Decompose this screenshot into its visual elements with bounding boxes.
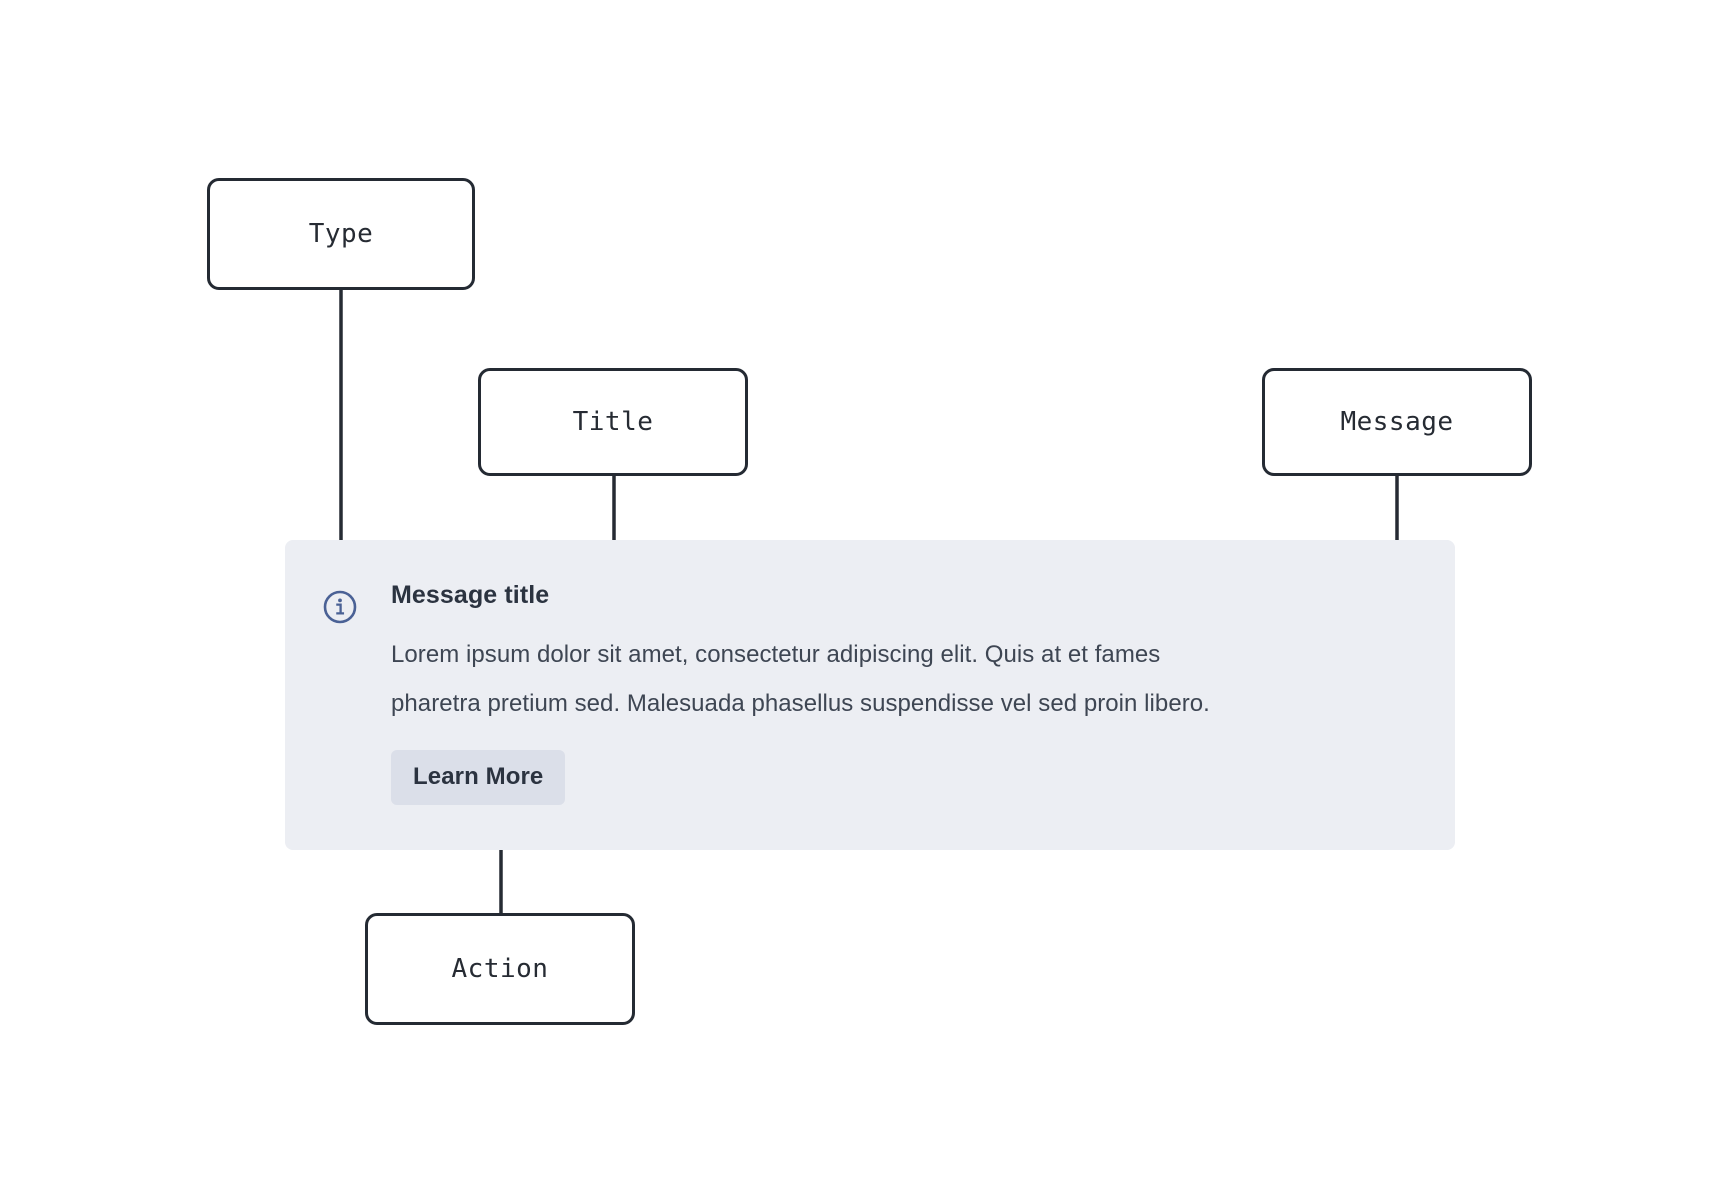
callout-label-type: Type — [308, 219, 374, 249]
alert-panel: Message title Lorem ipsum dolor sit amet… — [285, 540, 1455, 850]
alert-title: Message title — [391, 581, 550, 609]
callout-label-title: Title — [572, 407, 654, 437]
alert-content: Message title Lorem ipsum dolor sit amet… — [357, 581, 1455, 805]
info-circle-icon — [323, 590, 357, 624]
callout-box-action: Action — [365, 913, 635, 1025]
alert-body-line: Lorem ipsum dolor sit amet, consectetur … — [391, 640, 1161, 668]
callout-label-message: Message — [1340, 407, 1454, 437]
callout-box-type: Type — [207, 178, 475, 290]
learn-more-button[interactable]: Learn More — [391, 749, 566, 805]
alert-body-line: pharetra pretium sed. Malesuada phasellu… — [391, 689, 1210, 717]
callout-box-title: Title — [478, 368, 748, 476]
callout-label-action: Action — [451, 954, 549, 984]
callout-box-message: Message — [1262, 368, 1532, 476]
